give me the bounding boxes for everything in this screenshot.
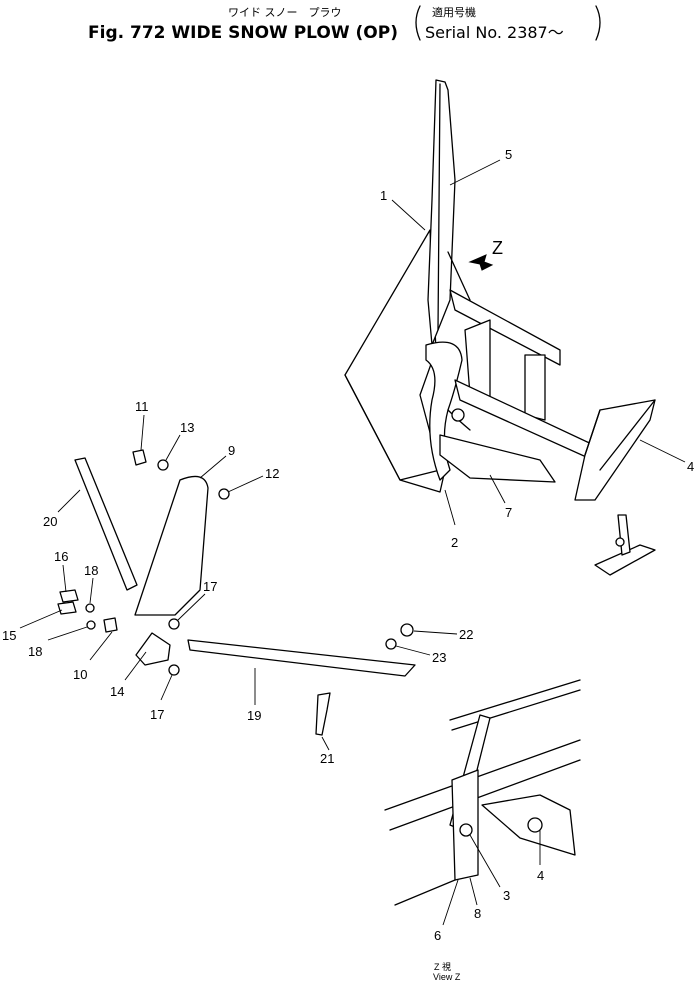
nut-part-22 — [400, 623, 414, 637]
leader-20 — [57, 489, 81, 513]
pin-head — [615, 537, 625, 547]
serial-range: Serial No. 2387～ — [425, 23, 564, 42]
leader-8 — [469, 877, 478, 906]
callout-12: 12 — [265, 466, 279, 481]
title-japanese: ワイド スノー プラウ — [228, 6, 342, 19]
washer-part-13 — [157, 459, 169, 471]
callout-22: 22 — [459, 627, 473, 642]
leader-17-a — [177, 593, 206, 621]
callout-1: 1 — [380, 188, 387, 203]
pin-shaft — [617, 514, 631, 556]
callout-21: 21 — [320, 751, 334, 766]
washer-part-18-b — [86, 620, 96, 630]
view-z-caption-en: View Z — [433, 972, 461, 982]
leader-3 — [469, 834, 501, 888]
callout-19: 19 — [247, 708, 261, 723]
leader-2 — [444, 489, 456, 526]
leader-22 — [413, 630, 458, 635]
callout-13: 13 — [180, 420, 194, 435]
leader-18-b — [47, 626, 88, 641]
view-z-frame-lines — [384, 739, 581, 906]
plate-part-20 — [74, 457, 138, 591]
title-block: ワイド スノー プラウ Fig. 772 WIDE SNOW PLOW (OP)… — [88, 5, 601, 43]
leader-5 — [449, 159, 501, 186]
leader-17-b — [160, 674, 173, 701]
leader-11 — [140, 414, 145, 451]
end-bracket-edges — [584, 399, 656, 471]
bolt-part-16-a — [59, 589, 79, 603]
callout-11: 11 — [135, 399, 149, 414]
title-bracket-left — [415, 5, 421, 41]
view-z-caption-jp: Z 視 — [434, 961, 451, 972]
callout-14: 14 — [110, 684, 124, 699]
callout-15: 15 — [2, 628, 16, 643]
callout-9: 9 — [228, 443, 235, 458]
leader-6 — [442, 879, 459, 926]
nut-part-17-b — [168, 664, 180, 676]
leader-16 — [62, 564, 67, 593]
callout-23: 23 — [432, 650, 446, 665]
leader-1 — [391, 199, 426, 231]
leader-23 — [395, 645, 431, 656]
nut-part-12 — [218, 488, 230, 500]
side-piece-part-9 — [134, 475, 209, 616]
leader-4-main — [639, 439, 686, 463]
leader-18-a — [89, 577, 94, 604]
leader-12 — [227, 475, 264, 493]
view-z-upper-beam — [449, 679, 581, 731]
callout-7: 7 — [505, 505, 512, 520]
frame-post-right — [524, 354, 546, 421]
leader-lines — [19, 159, 686, 926]
callout-4-view: 4 — [537, 868, 544, 883]
bolt-part-16-b — [57, 601, 77, 615]
callout-8: 8 — [474, 906, 481, 921]
callout-3: 3 — [503, 888, 510, 903]
view-z-detail: Z 視 View Z — [384, 679, 581, 982]
view-z-pin — [527, 817, 543, 833]
view-z-bolt-part-3 — [459, 823, 473, 837]
washer-part-23 — [385, 638, 397, 650]
leader-10 — [89, 631, 113, 661]
leader-15 — [19, 609, 63, 629]
title-bracket-right — [595, 5, 601, 41]
callout-18-b: 18 — [28, 644, 42, 659]
callout-17-a: 17 — [203, 579, 217, 594]
bolt-part-11 — [132, 449, 147, 466]
callout-5: 5 — [505, 147, 512, 162]
side-plate-edge — [437, 83, 441, 331]
serial-label-japanese: 適用号機 — [432, 5, 476, 19]
nut-part-17-a — [168, 618, 180, 630]
view-z-arrow — [468, 254, 494, 271]
pivot-pin — [451, 408, 465, 422]
callout-17-b: 17 — [150, 707, 164, 722]
leader-14 — [124, 651, 147, 681]
moldboard-lower-edge — [344, 374, 446, 493]
callout-2: 2 — [451, 535, 458, 550]
cutting-edge-part-19 — [187, 639, 416, 677]
bolt-part-21 — [315, 692, 331, 736]
callout-20: 20 — [43, 514, 57, 529]
view-z-mark: Z — [492, 238, 503, 258]
leader-7 — [489, 474, 506, 504]
side-plate-part-5 — [427, 79, 456, 346]
callout-6: 6 — [434, 928, 441, 943]
upper-frame-beam — [449, 289, 561, 366]
blade-assembly: Z — [344, 79, 656, 576]
callout-4-main: 4 — [687, 459, 694, 474]
callout-10: 10 — [73, 667, 87, 682]
leader-9 — [199, 455, 227, 479]
washer-part-18-a — [85, 603, 95, 613]
callout-labels: 1 2 3 4 4 5 6 7 8 9 10 11 12 13 14 15 16… — [2, 147, 694, 943]
callout-18-a: 18 — [84, 563, 98, 578]
bracket-part-14 — [135, 632, 171, 666]
callout-16: 16 — [54, 549, 68, 564]
leader-21 — [321, 736, 330, 751]
brace-line — [447, 251, 471, 301]
leader-13 — [165, 434, 181, 461]
skid-part-7 — [439, 434, 556, 483]
figure-title: Fig. 772 WIDE SNOW PLOW (OP) — [88, 23, 398, 43]
plate-part-10 — [103, 617, 118, 633]
exploded-parts — [57, 449, 416, 736]
